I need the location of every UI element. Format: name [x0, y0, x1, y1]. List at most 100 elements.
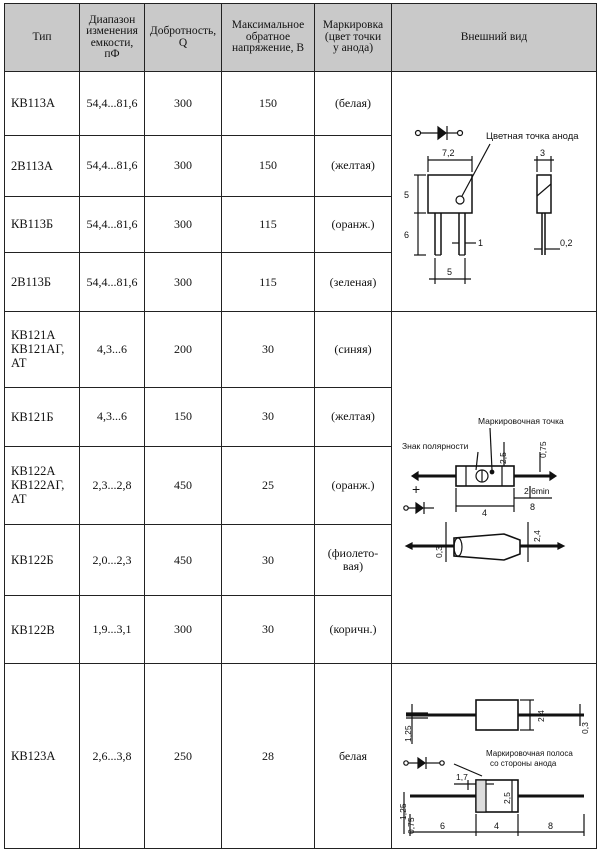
table-row: КВ122Б 2,0...2,3 450 30 (фиолето- вая): [4, 523, 597, 597]
cell-range: 2,3...2,8: [79, 446, 145, 525]
cell-voltage: 30: [221, 595, 315, 664]
cell-voltage: 115: [221, 252, 315, 312]
label-anode-dot: Цветная точка анода: [486, 131, 579, 142]
cell-voltage: 115: [221, 195, 315, 254]
dim-lead-thickness: 0,3: [580, 722, 590, 734]
cell-q: 250: [144, 663, 222, 849]
cell-q: 150: [144, 386, 222, 448]
dim-width: 7,2: [442, 148, 455, 158]
header-max-reverse-voltage: Максимальное обратное напряжение, В: [221, 3, 315, 72]
appearance-cell-kv123: 1,25 2,4 0,3 Маркировочная полоса со сто…: [391, 663, 597, 849]
cell-type: КВ123А: [4, 663, 80, 849]
dim-body-height: 2,5: [502, 792, 512, 804]
cell-voltage: 30: [221, 311, 315, 388]
dim-body-length: 4: [482, 508, 487, 518]
cell-range: 54,4...81,6: [79, 252, 145, 312]
table-row: КВ121А КВ121АГ, АТ 4,3...6 200 30 (синяя…: [4, 311, 597, 664]
kv113-package-drawing: Цветная точка анода 7,2 3 5 6 1 0,2 5: [404, 125, 579, 284]
label-polarity-sign: Знак полярности: [402, 441, 469, 451]
dim-lead-pitch: 5: [447, 267, 452, 277]
dim-left-lead: 6: [440, 821, 445, 831]
header-marking: Маркировка (цвет точки у анода): [314, 3, 392, 72]
cell-type: КВ113Б: [4, 195, 80, 254]
cell-marking: (белая): [314, 71, 392, 136]
cell-range: 1,9...3,1: [79, 595, 145, 664]
cell-range: 54,4...81,6: [79, 195, 145, 254]
appearance-cell-kv113: Цветная точка анода 7,2 3 5 6 1 0,2 5: [391, 71, 597, 312]
cell-voltage: 28: [221, 663, 315, 849]
cell-type: КВ122А КВ122АГ, АТ: [4, 446, 80, 525]
dim-stripe-offset: 1,7: [456, 772, 468, 782]
dim-lead-offset-a: 1,25: [398, 803, 408, 820]
table-row: КВ113А 54,4...81,6 300 150 (белая): [4, 71, 597, 312]
table-row: 2В113А 54,4...81,6 300 150 (желтая): [4, 134, 597, 197]
cell-voltage: 25: [221, 446, 315, 525]
table-row: КВ121Б 4,3...6 150 30 (желтая): [4, 386, 597, 448]
dim-lead-pitch-upper: 1,25: [403, 725, 413, 742]
dim-lead-diameter: 0,75: [538, 441, 548, 458]
cell-marking: (коричн.): [314, 595, 392, 664]
cell-voltage: 30: [221, 523, 315, 597]
dim-body-diameter: 2,4: [532, 530, 542, 542]
cell-q: 300: [144, 252, 222, 312]
cell-voltage: 150: [221, 134, 315, 197]
cell-range: 2,6...3,8: [79, 663, 145, 849]
dim-body-height: 5: [404, 190, 409, 200]
dim-thickness: 3: [540, 148, 545, 158]
cell-type: КВ122В: [4, 595, 80, 664]
dim-lead-thickness: 0,3: [434, 546, 444, 558]
dim-min-lead: 2,6min: [524, 486, 550, 496]
cell-q: 300: [144, 195, 222, 254]
appearance-cell-kv121-kv122: Маркировочная точка Знак полярности + 2,…: [391, 311, 597, 664]
varicap-spec-table: Тип Диапазон изменения емкости, пФ Добро…: [4, 3, 597, 849]
cell-marking: (желтая): [314, 134, 392, 197]
dim-body-diameter: 2,4: [536, 710, 546, 722]
cell-type: КВ121Б: [4, 386, 80, 448]
dim-overall-lead: 8: [530, 502, 535, 512]
header-capacitance-range: Диапазон изменения емкости, пФ: [79, 3, 145, 72]
cell-marking: (оранж.): [314, 195, 392, 254]
header-q-factor: Добротность, Q: [144, 3, 222, 72]
cell-q: 300: [144, 134, 222, 197]
kv123-package-drawing: 1,25 2,4 0,3 Маркировочная полоса со сто…: [398, 699, 590, 836]
cell-type: 2В113Б: [4, 252, 80, 312]
polarity-plus: +: [412, 481, 420, 497]
label-marking-stripe-line2: со стороны анода: [490, 759, 557, 768]
cell-type: 2В113А: [4, 134, 80, 197]
cell-type: КВ122Б: [4, 523, 80, 597]
table-row: 2В113Б 54,4...81,6 300 115 (зеленая): [4, 252, 597, 312]
cell-q: 450: [144, 523, 222, 597]
cell-q: 300: [144, 595, 222, 664]
cell-marking: (фиолето- вая): [314, 523, 392, 597]
cell-type: КВ113А: [4, 71, 80, 136]
cell-range: 54,4...81,6: [79, 134, 145, 197]
cell-range: 54,4...81,6: [79, 71, 145, 136]
kv121-kv122-package-drawing: Маркировочная точка Знак полярности + 2,…: [402, 416, 566, 562]
cell-marking: белая: [314, 663, 392, 849]
table-row: КВ122А КВ122АГ, АТ 2,3...2,8 450 25 (ора…: [4, 446, 597, 525]
dim-lead-width: 1: [478, 238, 483, 248]
dim-body-length: 4: [494, 821, 499, 831]
cell-q: 300: [144, 71, 222, 136]
dim-lead-length: 6: [404, 230, 409, 240]
cell-marking: (желтая): [314, 386, 392, 448]
label-marking-stripe-line1: Маркировочная полоса: [486, 749, 573, 758]
header-row: Тип Диапазон изменения емкости, пФ Добро…: [4, 3, 597, 72]
cell-range: 2,0...2,3: [79, 523, 145, 597]
cell-voltage: 150: [221, 71, 315, 136]
cell-type: КВ121А КВ121АГ, АТ: [4, 311, 80, 388]
cell-q: 450: [144, 446, 222, 525]
table-row: КВ122В 1,9...3,1 300 30 (коричн.): [4, 595, 597, 664]
dim-body-height: 2,5: [498, 452, 508, 464]
cell-range: 4,3...6: [79, 386, 145, 448]
dim-lead-thickness: 0,2: [560, 238, 573, 248]
header-appearance: Внешний вид: [391, 3, 597, 72]
dim-lead-offset-b: 0,75: [406, 817, 416, 834]
cell-voltage: 30: [221, 386, 315, 448]
cell-range: 4,3...6: [79, 311, 145, 388]
cell-q: 200: [144, 311, 222, 388]
cell-marking: (зеленая): [314, 252, 392, 312]
dim-right-lead: 8: [548, 821, 553, 831]
cell-marking: (оранж.): [314, 446, 392, 525]
